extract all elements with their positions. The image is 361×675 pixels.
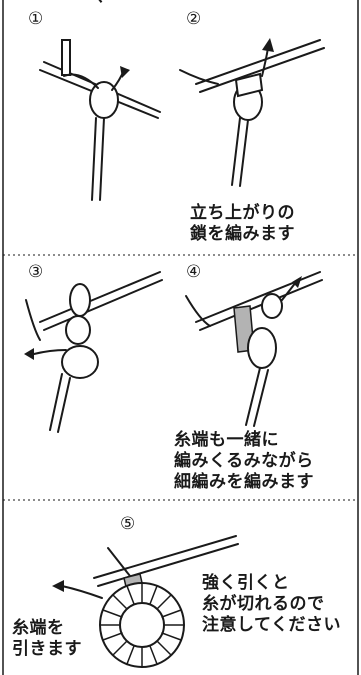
step-2-number: ②: [186, 9, 202, 29]
arrow-4: [292, 276, 302, 288]
hook-3: [39, 271, 161, 323]
arrow-5: [52, 580, 64, 592]
arrow-2: [262, 38, 274, 52]
step-1-illustration: [39, 39, 161, 201]
step-2-caption: 立ち上がりの 鎖を編みます: [190, 203, 295, 244]
arrow-1: [120, 66, 130, 78]
step-1-number: ①: [28, 9, 44, 29]
step-2-illustration: [179, 38, 325, 187]
step-3-illustration: [24, 271, 163, 433]
step-4-caption: 糸端も一緒に 編みくるみながら 細編みを編みます: [174, 430, 314, 492]
step-5-caption: 強く引くと 糸が切れるので 注意してください: [202, 573, 341, 635]
stitch-lines: [99, 582, 185, 668]
hook-5: [93, 535, 237, 579]
hook-2: [195, 39, 321, 85]
step-5-number: ⑤: [120, 514, 136, 534]
step-3-number: ③: [28, 262, 44, 282]
arrow-3: [24, 348, 34, 360]
cropped-title-fragment: ヽ: [90, 0, 107, 9]
step-4-illustration: [185, 271, 323, 427]
step-4-number: ④: [186, 262, 202, 282]
step-5-illustration: [52, 535, 239, 668]
hook-4: [195, 271, 321, 323]
step-5-tail-label: 糸端を 引きます: [12, 618, 82, 659]
